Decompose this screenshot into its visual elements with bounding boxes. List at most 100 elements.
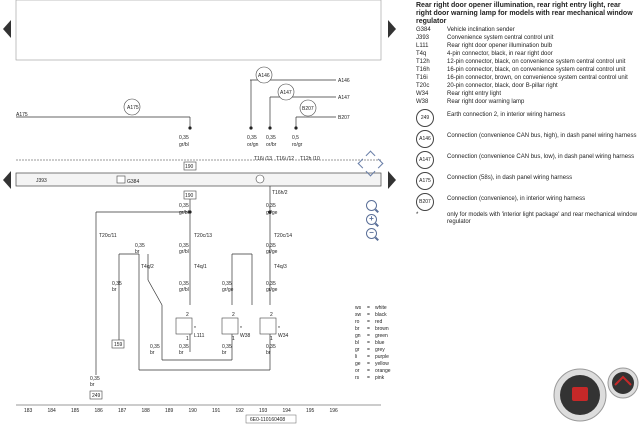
svg-text:0,35: 0,35	[266, 344, 276, 350]
wiring-diagram-svg: A175 A175 A146 A146 A147 A147 B207 B207 …	[15, 0, 382, 424]
bulb-l111	[175, 317, 193, 335]
connection-a147-circle	[277, 83, 295, 101]
zoom-reset-button[interactable]	[366, 200, 377, 211]
diagram-title: Rear right door opener illumination, rea…	[416, 2, 633, 25]
track-number: 190	[189, 408, 198, 414]
legend-code: L111	[416, 43, 429, 49]
legend-row: *only for models with 'interior light pa…	[416, 212, 638, 226]
svg-text:T4q/3: T4q/3	[274, 264, 287, 270]
arrow-left-icon	[3, 20, 11, 38]
legend-description: Connection (convenience), in interior wi…	[447, 196, 586, 202]
svg-text:0,35: 0,35	[266, 203, 276, 209]
zoom-in-button[interactable]: +	[366, 214, 377, 225]
previous-page-button[interactable]	[0, 0, 14, 425]
svg-text:gr/bl: gr/bl	[179, 210, 189, 216]
svg-text:T20c/13: T20c/13	[194, 233, 212, 239]
track-number: 187	[118, 408, 127, 414]
legend-code: A147	[416, 151, 442, 169]
svg-text:br: br	[266, 350, 271, 356]
svg-text:gr/bl: gr/bl	[179, 249, 189, 255]
legend-code: *	[416, 212, 419, 218]
color-name: pink	[375, 375, 385, 381]
circle-label-a146: A146	[258, 73, 270, 79]
color-key-row: gn=green	[355, 333, 388, 339]
color-key-row: br=brown	[355, 326, 389, 332]
legend-description: Convenience system central control unit	[447, 35, 554, 41]
track-number: 183	[24, 408, 33, 414]
svg-text:0,35: 0,35	[266, 135, 276, 141]
label-a146: A146	[338, 78, 350, 84]
svg-text:T20c/14: T20c/14	[274, 233, 292, 239]
svg-text:0,35: 0,35	[222, 344, 232, 350]
component-legend: Rear right door opener illumination, rea…	[400, 0, 640, 335]
circle-label-b207: B207	[302, 106, 314, 112]
pan-up-button[interactable]	[365, 150, 376, 161]
color-name: purple	[375, 354, 389, 360]
track-number: 194	[283, 408, 292, 414]
track-number: 185	[71, 408, 80, 414]
color-abbr: gn	[355, 333, 361, 339]
color-name: brown	[375, 326, 389, 332]
color-name: red	[375, 319, 383, 325]
track-number: 191	[212, 408, 221, 414]
pan-down-button[interactable]	[365, 166, 376, 177]
bulb-w34	[259, 317, 277, 335]
track-number: 186	[95, 408, 104, 414]
color-key-row: rs=pink	[355, 375, 385, 381]
diagram-reference: 6E0-110160408	[250, 417, 285, 423]
connection-b207-circle	[299, 99, 317, 117]
bulb-w38	[221, 317, 239, 335]
svg-text:0,35: 0,35	[266, 281, 276, 287]
view-controls: + −	[355, 150, 385, 240]
legend-description: 12-pin connector, black, on convenience …	[447, 59, 626, 65]
pan-left-button[interactable]	[357, 158, 368, 169]
svg-text:or/gn: or/gn	[247, 142, 259, 148]
legend-description: Connection (58s), in dash panel wiring h…	[447, 175, 573, 181]
j393-label: J393	[36, 178, 47, 184]
color-name: yellow	[375, 361, 389, 367]
track-number: 184	[48, 408, 57, 414]
track-number: 195	[306, 408, 315, 414]
next-page-button[interactable]	[385, 0, 399, 425]
svg-text:br: br	[112, 287, 117, 293]
color-key-row: ge=yellow	[355, 361, 389, 367]
label-a175: A175	[16, 112, 28, 118]
dashboard-gauges-graphic	[545, 355, 640, 425]
zoom-out-button[interactable]: −	[366, 228, 377, 239]
svg-text:or/br: or/br	[266, 142, 277, 148]
legend-code: J393	[416, 35, 430, 41]
minus-icon: −	[369, 228, 374, 237]
color-key-row: sw=black	[355, 312, 387, 318]
svg-text:T12h /10: T12h /10	[300, 156, 320, 162]
legend-description: 16-pin connector, black, on convenience …	[447, 67, 626, 73]
color-abbr: br	[355, 326, 360, 332]
color-name: blue	[375, 340, 385, 346]
svg-text:249: 249	[92, 393, 101, 399]
pan-right-button[interactable]	[373, 158, 384, 169]
legend-description: Connection (convenience CAN bus, high), …	[447, 133, 637, 139]
svg-text:br: br	[222, 350, 227, 356]
arrow-left-icon	[3, 171, 11, 189]
svg-text:gr/ge: gr/ge	[222, 287, 234, 293]
track-number: 196	[330, 408, 339, 414]
svg-text:0,35: 0,35	[179, 344, 189, 350]
svg-text:159: 159	[114, 342, 123, 348]
svg-text:gr/ge: gr/ge	[266, 210, 278, 216]
color-name: green	[375, 333, 388, 339]
track-number: 192	[236, 408, 245, 414]
color-key-row: li=purple	[355, 354, 389, 360]
legend-description: Earth connection 2, in interior wiring h…	[447, 112, 566, 118]
legend-description: 4-pin connector, black, in rear right do…	[447, 51, 553, 57]
label-b207: B207	[338, 115, 350, 121]
legend-code: W38	[416, 99, 429, 105]
wiring-diagram: A175 A175 A146 A146 A147 A147 B207 B207 …	[14, 0, 385, 425]
color-name: black	[375, 312, 387, 318]
